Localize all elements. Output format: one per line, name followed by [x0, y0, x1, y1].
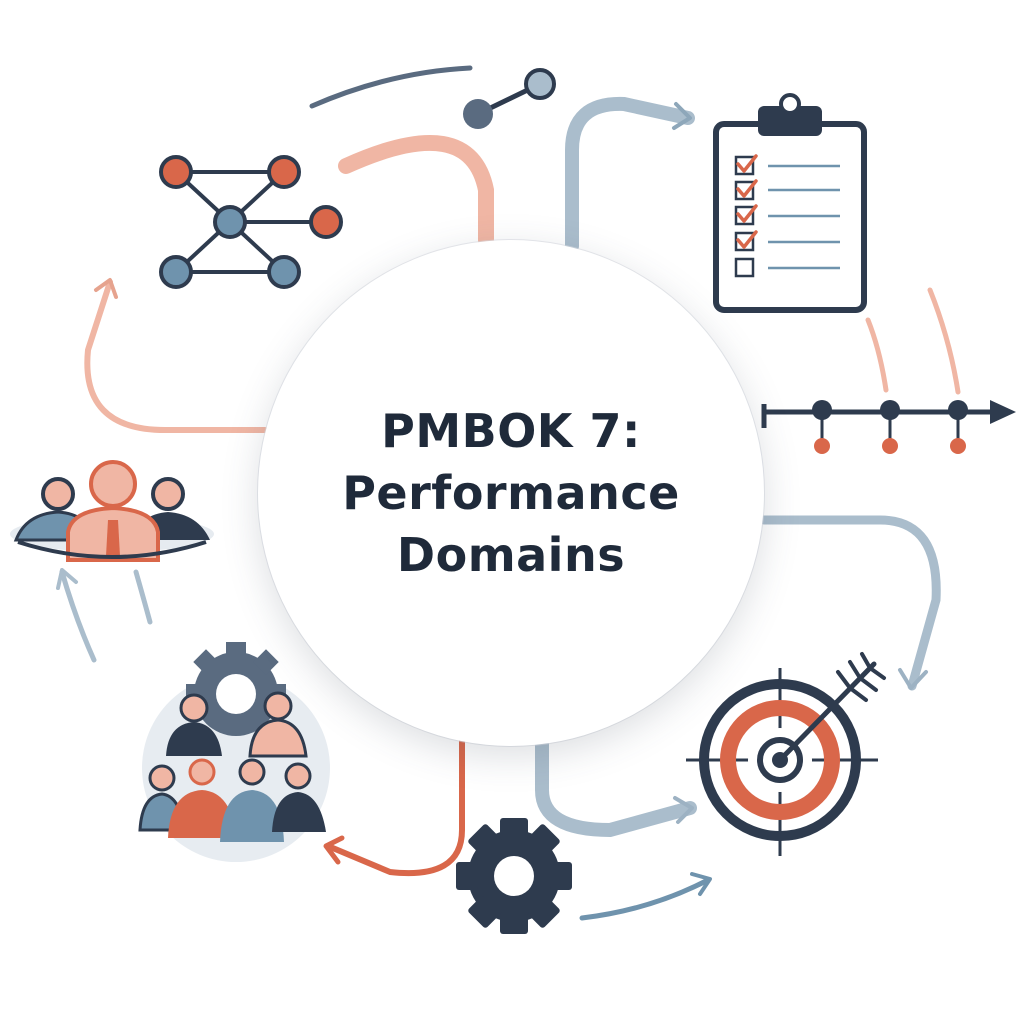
arc-right-peach-1 — [865, 317, 889, 393]
node-link-icon — [463, 68, 556, 129]
title-line-3: Domains — [396, 528, 626, 582]
arc-bottom-blue-head — [673, 796, 694, 824]
arc-top-dark — [309, 65, 473, 109]
connector-arrows — [56, 65, 961, 921]
gear-icon — [456, 818, 572, 934]
arc-top-peach — [338, 134, 494, 248]
team-gear-icon — [138, 642, 330, 862]
arc-right-peach-2 — [927, 287, 961, 395]
arc-top-blue-head — [672, 102, 692, 130]
checklist-clipboard-icon — [713, 93, 867, 313]
arc-bottom-right-blue — [579, 877, 711, 921]
arc-lower-left-1 — [59, 569, 97, 663]
arc-left-peach — [84, 279, 268, 433]
arc-bottom-right-blue-head — [690, 872, 712, 896]
arc-bottom-orange — [325, 737, 465, 876]
arc-top-blue — [565, 96, 695, 253]
network-graph-icon — [159, 155, 343, 289]
arc-lower-left-1-head — [56, 568, 78, 590]
title-line-1: PMBOK 7: — [381, 404, 641, 458]
arc-lower-left-2 — [133, 569, 153, 625]
arc-bottom-orange-head — [323, 835, 345, 865]
timeline-icon — [761, 400, 1016, 454]
arc-left-peach-head — [94, 278, 118, 299]
arc-right-blue — [759, 515, 941, 691]
center-title-circle: PMBOK 7: Performance Domains — [258, 240, 764, 746]
arc-right-blue-head — [898, 668, 928, 690]
target-arrow-icon — [686, 652, 886, 856]
arc-bottom-blue — [535, 737, 697, 838]
title-line-2: Performance — [342, 466, 680, 520]
stakeholders-icon — [10, 460, 214, 562]
diagram-title: PMBOK 7: Performance Domains — [342, 400, 680, 586]
